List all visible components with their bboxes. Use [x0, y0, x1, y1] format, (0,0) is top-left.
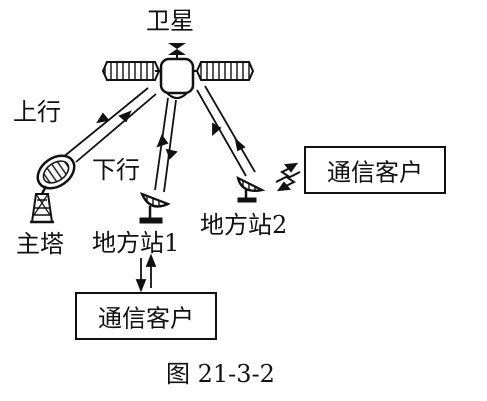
downlink-label: 下行: [92, 156, 140, 184]
ground-station-2-label: 地方站2: [200, 211, 288, 239]
client-box-bottom-label: 通信客户: [98, 304, 194, 333]
satellite-icon: [101, 43, 255, 99]
station-1-link: [154, 97, 178, 193]
main-tower-link: [61, 87, 157, 163]
figure-caption: 图 21-3-2: [166, 360, 275, 388]
client-box-right: 通信客户: [304, 146, 446, 194]
main-tower-label: 主塔: [16, 230, 64, 258]
client-box-bottom: 通信客户: [75, 292, 217, 340]
uplink-label: 上行: [13, 98, 61, 126]
station-2-link: [196, 85, 256, 177]
station-2-dish-icon: [236, 175, 266, 203]
main-tower-icon: [30, 154, 76, 224]
station-1-dish-icon: [139, 192, 171, 224]
ground-station-1-label: 地方站1: [92, 229, 180, 257]
station-2-client-link: [275, 162, 301, 192]
client-box-right-label: 通信客户: [327, 158, 423, 187]
satellite-label: 卫星: [146, 7, 194, 35]
station-1-client-link: [135, 253, 157, 293]
